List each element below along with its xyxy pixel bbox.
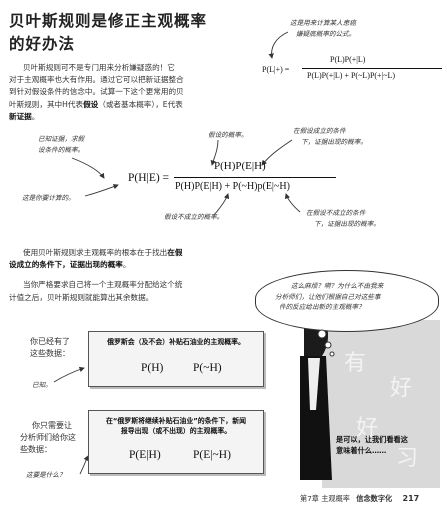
prob-e-given-h: P(E|H) [129,449,161,461]
thought-line-1: 这么麻烦？嗬？为什么不由我来 [291,282,384,290]
note-compute-this: 这是你要计算的。 [22,194,75,202]
note-evidence-if-false: 在假设不成立的条件 下，证据出现的概率。 [306,208,380,229]
apply-line-2: 设成立的条件下，证据出现的概率。 [9,259,245,271]
section1-label: 你已经有了 这些数据： [30,336,70,360]
title-line-2: 的好办法 [9,35,76,53]
apply-line-1: 使用贝叶斯规则求主观概率的根本在于找出在假 [9,247,245,259]
intro-line-3: 到针对假设条件的信念中。试算一下这个更常用的贝 [9,87,184,97]
intro-line-1: 贝叶斯规则可不是专门用来分析嫌疑惑的！它 [23,63,175,72]
footer-chapter: 第7章 主观概率 [300,494,350,503]
note-line: 设条件的概率。 [38,145,85,154]
intro-line-5: 新证据。 [9,111,245,123]
apply-text: 。 [122,260,131,270]
page-number: 217 [402,494,420,503]
small-formula-denominator: P(L)P(+|L) + P(~L)P(+|~L) [307,71,396,80]
note-line: 在假设不成立的条件 [306,209,366,217]
woman-reply-line-1: 是可以，让我们看看这 [336,435,408,444]
prob-not-h: P(~H) [193,362,222,374]
note-evidence-if-true: 在假设成立的条件 下，证据出现的概率。 [293,126,367,147]
page-footer: 第7章 主观概率 信念数字化 217 [300,494,419,504]
note-hyp-true-prob: 假设的概率。 [208,131,248,139]
known-data-box-title: 俄罗斯会（及不会）补贴石油业的主观概率。 [107,338,245,346]
intro-text: 叶斯规则，其中H代表 [9,99,84,109]
section2-label: 你只需要让 分析师们给你这 些数据： [20,420,76,457]
page-title: 贝叶斯规则是修正主观概率 的好办法 [9,10,249,56]
thought-bubble-text: 这么麻烦？嗬？为什么不由我来 分析师们，让他们根据自己对这些事 件的反应给出新的… [275,281,430,313]
prob-h: P(H) [141,362,164,374]
apply-paragraph: 使用贝叶斯规则求主观概率的根本在于找出在假 设成立的条件下，证据出现的概率。 当… [9,247,245,304]
note-line: 在假设成立的条件 [293,127,346,135]
apply-bold: 设成立的条件下，证据出现的概率 [9,260,123,270]
section2-label-line-3: 些数据： [20,445,52,455]
title-line-1: 贝叶斯规则是修正主观概率 [9,12,208,30]
woman-reply: 是可以，让我们看看这 意味着什么…… [336,434,408,456]
note-known-evidence: 已知证据，求假 设条件的概率。 [38,134,84,155]
woman-reply-line-2: 意味着什么…… [336,446,387,455]
term-evidence: 新证据 [9,111,32,121]
intro-text: 。 [31,111,40,121]
section1-label-line-1: 你已经有了 [30,337,70,346]
apply-text: 使用贝叶斯规则求主观概率的根本在于找出 [23,248,168,257]
arrow-known-evidence [71,157,105,179]
arrow-top-note [268,31,289,59]
watermark-char-4: 习 [396,446,418,471]
arrow-compute-this [84,184,119,197]
note-hyp-false-prob: 假设不成立的概率。 [164,213,224,221]
intro-paragraph: 贝叶斯规则可不是专门用来分析嫌疑惑的！它 对于主观概率也大有作用。通过它可以把新… [9,62,245,123]
known-data-box: 俄罗斯会（及不会）补贴石油业的主观概率。 P(H) P(~H) [88,331,264,387]
small-formula-numerator: P(L)P(+|L) [330,55,366,64]
apply-bold: 在假 [167,248,183,257]
intro-line-2: 对于主观概率也大有作用。通过它可以把新证据整合 [9,75,184,85]
small-formula-bar [302,68,442,69]
watermark-char-2: 好 [390,376,412,401]
section2-label-line-1: 你只需要让 [32,421,72,430]
bayes-formula-numerator: P(H)P(E|H) [214,160,266,172]
apply-line-4: 计值之后，贝叶斯规则就能算出其余数据。 [9,292,154,302]
arrow-what [79,455,89,475]
small-formula-lhs: P(L|+) = [262,65,290,74]
section2-note: 这要是什么？ [26,471,66,479]
thought-line-2: 分析师们，让他们根据自己对这些事 [275,292,381,301]
term-hypothesis: 假设 [83,99,99,109]
box-title-line-2: 报导出现（或不出现）的主观概率。 [120,427,232,435]
arrow-known [53,366,85,383]
thought-bubble [255,270,439,332]
small-formula: P(L|+) = P(L)P(+|L) P(L)P(+|L) + P(~L)P(… [262,55,442,87]
thought-line-3: 件的反应给出新的主观概率？ [279,303,365,311]
section1-note: 已知。 [32,381,52,389]
section1-label-line-2: 这些数据： [30,349,70,359]
note-line: 下，证据出现的概率。 [314,219,380,228]
intro-text: （或者基本概率），E代表 [98,99,183,109]
top-note-line-2: 嫌疑底概率的公式。 [296,29,356,38]
bayes-formula-denominator: P(H)P(E|H) + P(~H)p(E|~H) [175,181,290,192]
bayes-formula-bar [174,177,336,178]
watermark-char-1: 有 [344,351,366,376]
thought-bubble-tail [317,329,335,357]
prob-e-given-not-h: P(E|~H) [193,449,231,461]
section2-label-line-2: 分析师们给你这 [20,433,76,443]
apply-line-3: 当你严格要求自己将一个主观概率分配给这个统 [23,280,183,290]
watermark-char-3: 好 [356,416,378,441]
bayes-formula: P(H|E) = P(H)P(E|H) P(H)P(E|H) + P(~H)p(… [128,158,338,202]
intro-line-4: 叶斯规则，其中H代表假设（或者基本概率），E代表 [9,99,245,111]
note-line: 已知证据，求假 [38,135,85,143]
top-note: 这是用来计算某人患癌 嫌疑底概率的公式。 [290,18,440,39]
bayes-formula-lhs: P(H|E) = [128,172,170,184]
box-title-line-1: 在“俄罗斯将继续补贴石油业”的条件下，新闻 [106,417,246,425]
required-data-box: 在“俄罗斯将继续补贴石油业”的条件下，新闻 报导出现（或不出现）的主观概率。 P… [88,410,264,474]
top-note-line-1: 这是用来计算某人患癌 [290,19,356,27]
note-line: 下，证据出现的概率。 [301,137,367,146]
woman-illustration: 有 好 好 习 [300,309,440,488]
footer-section: 信念数字化 [356,494,393,503]
required-data-box-title: 在“俄罗斯将继续补贴石油业”的条件下，新闻 报导出现（或不出现）的主观概率。 [89,416,263,436]
